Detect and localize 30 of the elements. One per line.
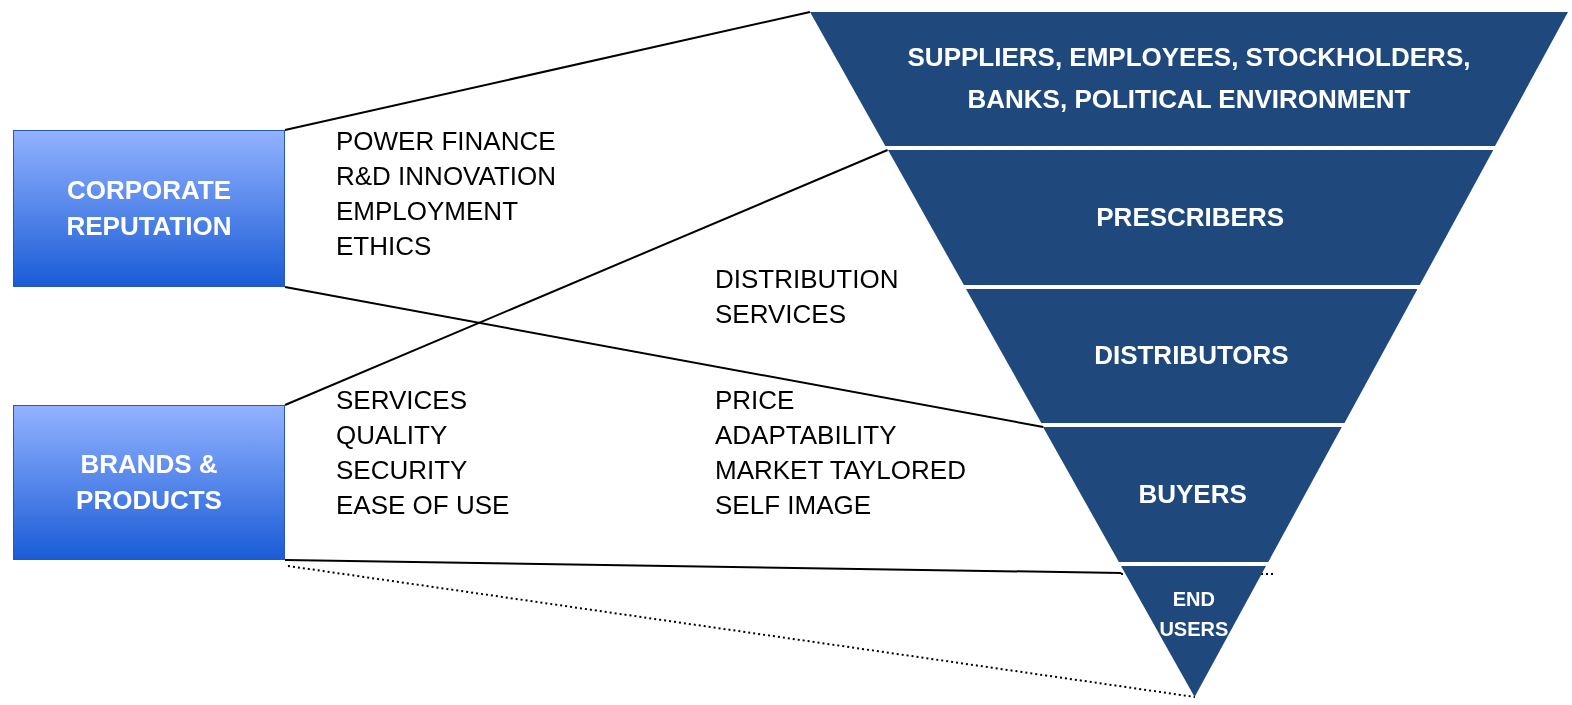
connector-line (284, 286, 1045, 428)
gradient-box: BRANDS & PRODUCTS (13, 405, 285, 560)
connector-line (284, 559, 1123, 574)
gradient-box: CORPORATE REPUTATION (13, 130, 285, 287)
dotted-line (287, 565, 1196, 698)
layer-label: PRESCRIBERS (1095, 200, 1286, 234)
attribute-text: QUALITY (336, 422, 448, 448)
attribute-text: PRICE (715, 387, 795, 413)
attribute-text: EASE OF USE (336, 492, 510, 518)
attribute-text: ADAPTABILITY (715, 422, 897, 448)
attribute-text: EMPLOYMENT (336, 198, 519, 224)
attribute-text: R&D INNOVATION (336, 163, 557, 189)
connector-line (284, 149, 889, 406)
attribute-text: SERVICES (715, 301, 846, 327)
pyramid-layer (965, 289, 1418, 423)
layer-label: BUYERS (1137, 477, 1248, 511)
connector-line (284, 11, 811, 131)
attribute-text: ETHICS (336, 233, 432, 259)
attribute-text: DISTRIBUTION (715, 266, 899, 292)
attribute-text: SERVICES (336, 387, 467, 413)
attribute-text: SELF IMAGE (715, 492, 872, 518)
attribute-text: SECURITY (336, 457, 468, 483)
pyramid-layer (810, 12, 1568, 146)
layer-label: END USERS (1158, 587, 1229, 642)
pyramid-layer (1121, 566, 1267, 697)
pyramid-layer (1043, 427, 1342, 562)
layer-label: SUPPLIERS, EMPLOYEES, STOCKHOLDERS, BANKS, POLITICAL ENVIRONMENT (906, 41, 1472, 116)
attribute-text: MARKET TAYLORED (715, 457, 966, 483)
attribute-text: POWER FINANCE (336, 128, 556, 154)
layer-label: DISTRIBUTORS (1093, 339, 1290, 373)
